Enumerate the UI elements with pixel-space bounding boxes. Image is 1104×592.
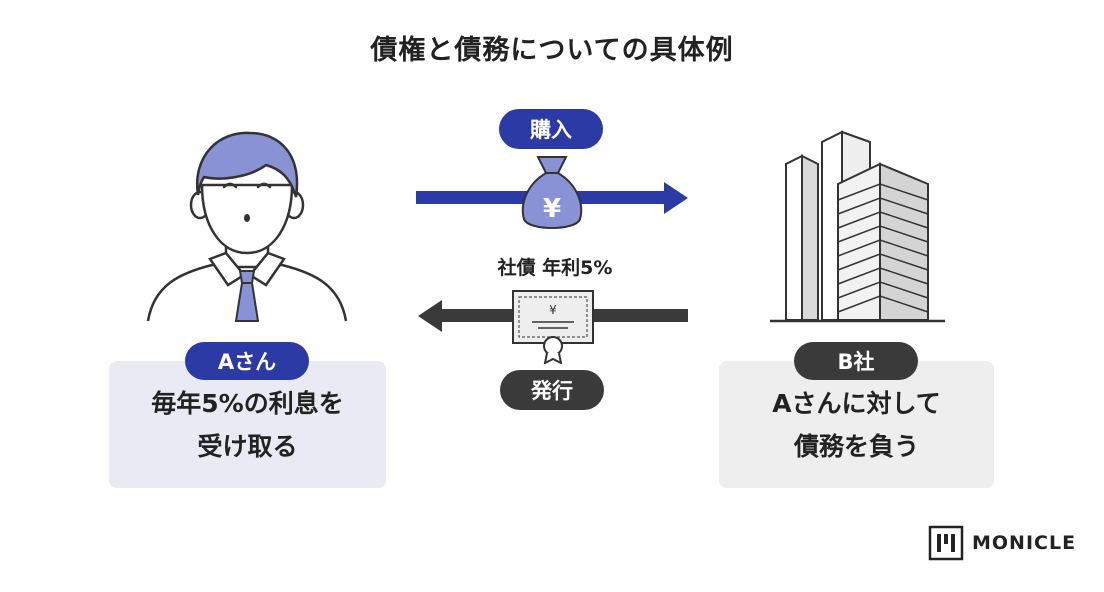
bond-certificate-icon: ¥ xyxy=(512,290,594,364)
person-description-line1: 毎年5%の利息を xyxy=(151,388,344,418)
company-description-card: Aさんに対して 債務を負う xyxy=(719,361,994,488)
person-description-line2: 受け取る xyxy=(197,431,298,461)
company-description-line2: 債務を負う xyxy=(793,431,919,461)
money-bag-icon: ¥ xyxy=(521,156,583,229)
issue-badge: 発行 xyxy=(500,370,604,410)
brand-logo: MONICLE xyxy=(928,524,1088,562)
page-title: 債権と債務についての具体例 xyxy=(370,35,734,66)
purchase-badge: 購入 xyxy=(499,109,603,149)
bond-caption: 社債 年利5% xyxy=(497,257,613,279)
company-description-line1: Aさんに対して xyxy=(772,388,941,418)
person-description-card: 毎年5%の利息を 受け取る xyxy=(109,361,386,488)
yen-symbol: ¥ xyxy=(543,194,561,224)
brand-name: MONICLE xyxy=(972,532,1077,554)
monicle-logo-icon xyxy=(928,525,964,561)
company-label-badge: B社 xyxy=(794,342,918,380)
certificate-yen-symbol: ¥ xyxy=(549,303,557,317)
building-illustration xyxy=(770,130,945,323)
person-label-badge: Aさん xyxy=(185,342,309,380)
person-illustration xyxy=(146,131,348,322)
